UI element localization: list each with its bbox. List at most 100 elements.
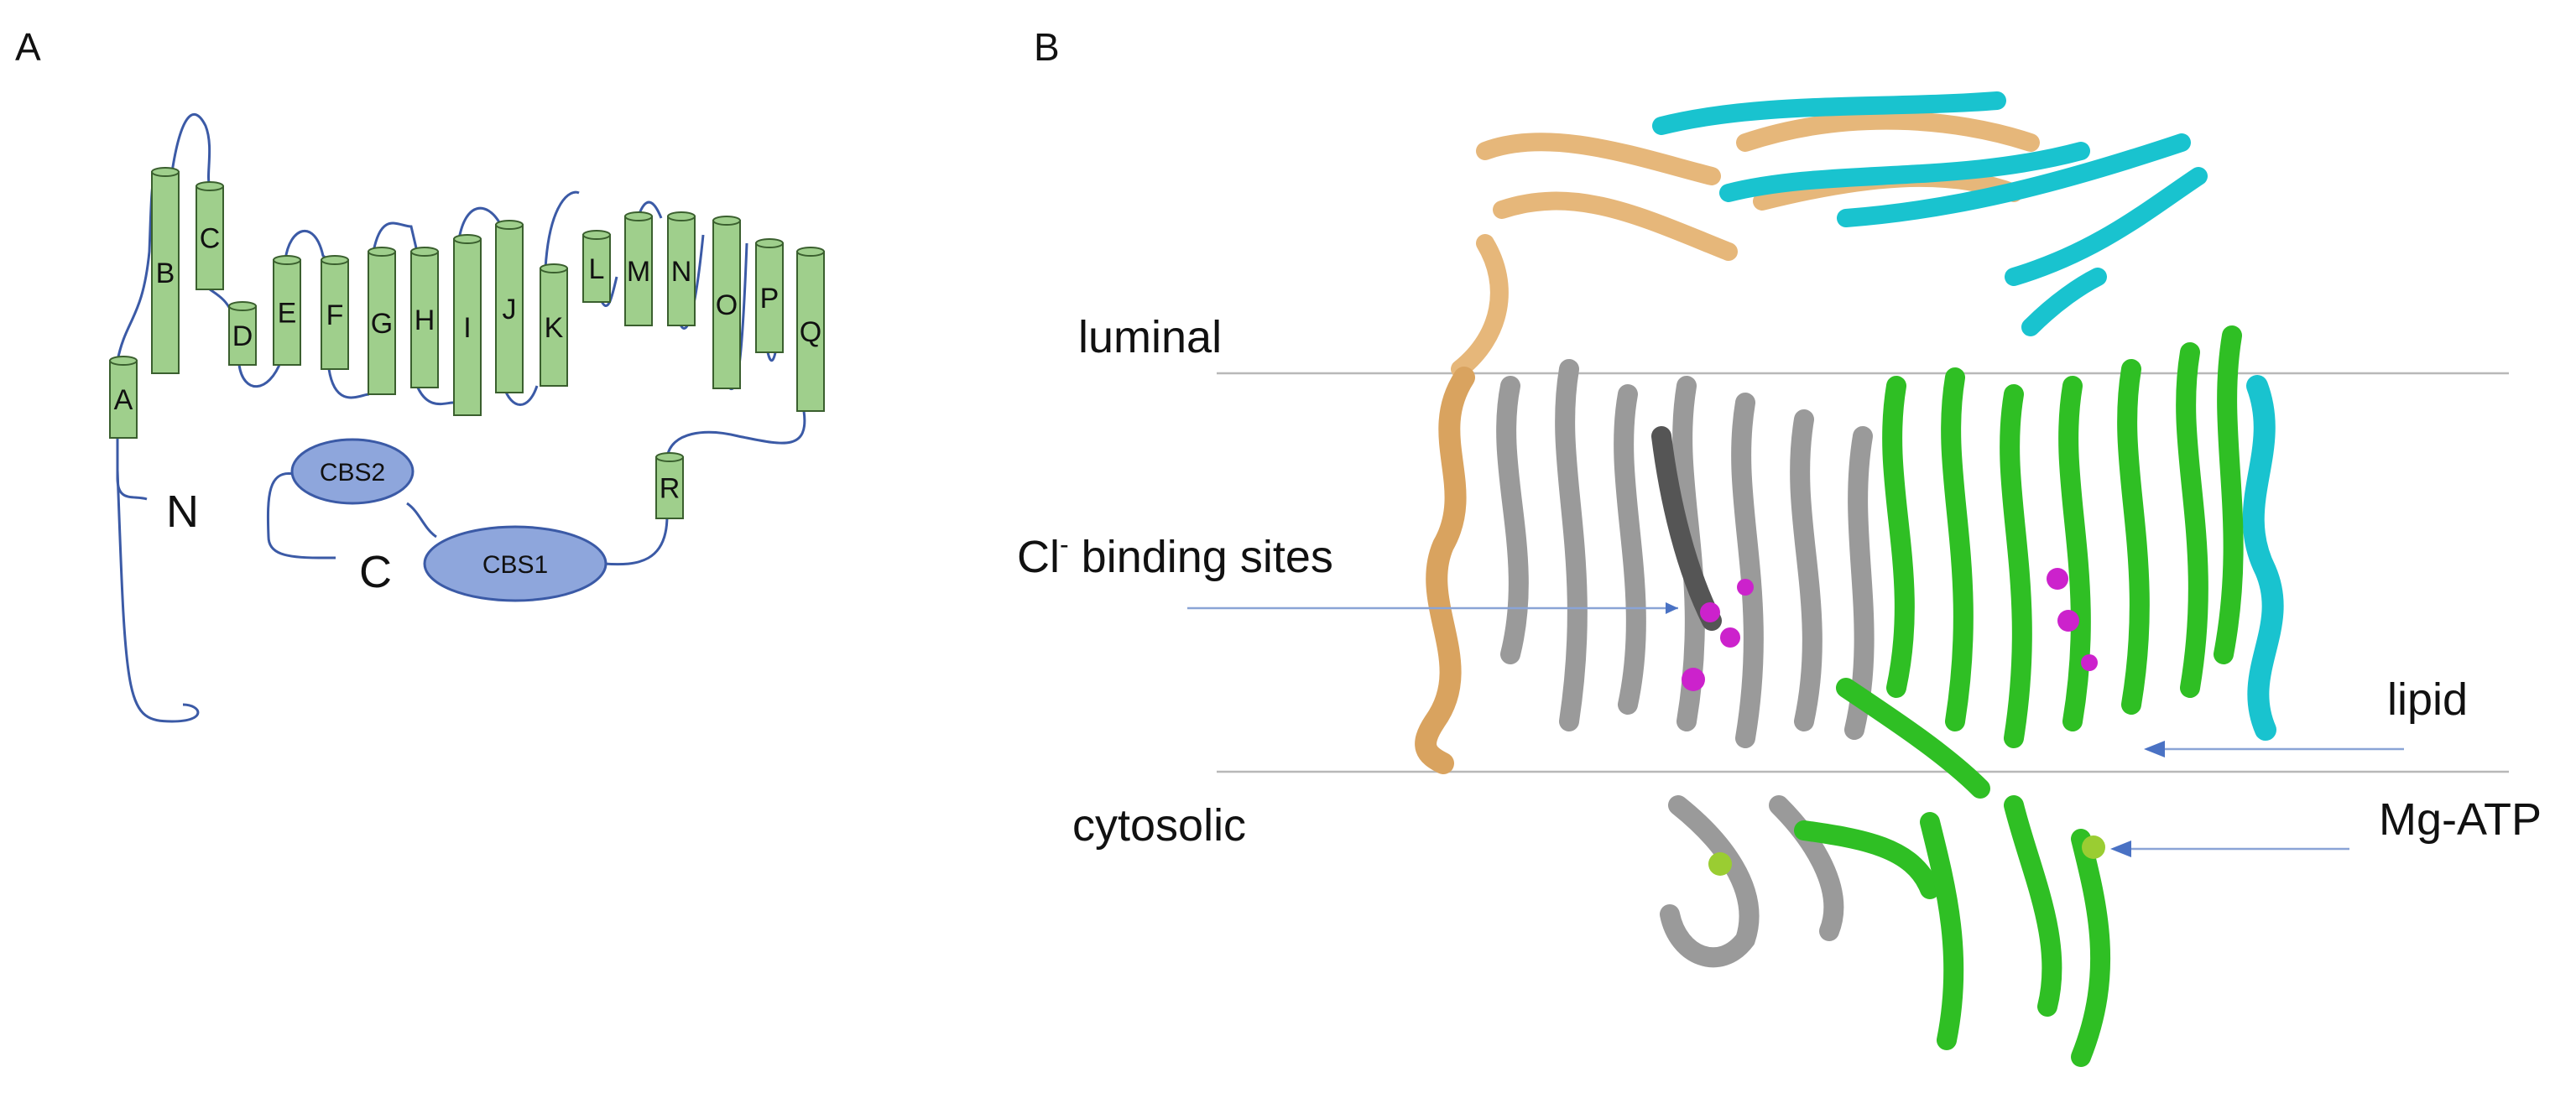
chloride-ion bbox=[1682, 668, 1705, 691]
helix-label: F bbox=[326, 299, 344, 331]
helix-g: G bbox=[368, 247, 396, 395]
panel-a-letter: A bbox=[15, 25, 41, 69]
topology-loop bbox=[116, 469, 200, 723]
helix-label: P bbox=[760, 283, 780, 315]
helix-m: M bbox=[624, 211, 653, 326]
loop-r-cbs1 bbox=[603, 515, 669, 566]
helix-label: D bbox=[232, 320, 253, 352]
helix-c: C bbox=[196, 181, 224, 290]
chloride-ion bbox=[1737, 579, 1754, 596]
helix-k: K bbox=[540, 263, 568, 387]
loop-cbs2-c bbox=[266, 471, 336, 560]
helix-b: B bbox=[151, 167, 180, 374]
helix-cylinder bbox=[582, 234, 611, 303]
chloride-ion bbox=[2057, 610, 2079, 632]
helix-cap bbox=[273, 255, 301, 265]
helix-cap bbox=[228, 301, 257, 311]
magnesium-ion bbox=[1708, 852, 1732, 876]
c-terminus-label: C bbox=[359, 547, 392, 597]
helix-a: A bbox=[109, 356, 138, 439]
helix-label: E bbox=[278, 298, 297, 330]
helix-cap bbox=[624, 211, 653, 221]
helix-o: O bbox=[712, 216, 741, 389]
n-terminus-label: N bbox=[166, 487, 199, 537]
cl-charge: - bbox=[1060, 529, 1069, 560]
helix-i: I bbox=[453, 234, 482, 416]
protein-structure bbox=[1415, 91, 2284, 1067]
helix-e: E bbox=[273, 255, 301, 366]
loop-d-e bbox=[237, 360, 283, 388]
helix-cylinder bbox=[712, 220, 741, 389]
cl-binding-sites-label: Cl- binding sites bbox=[1017, 529, 1333, 582]
cbs1-domain bbox=[423, 525, 607, 602]
subunit-green bbox=[1794, 325, 2244, 1067]
subunit-tan-tm-helix bbox=[1415, 367, 1475, 774]
n-terminal-tail bbox=[116, 436, 148, 501]
helix-cylinder bbox=[667, 216, 696, 326]
helix-cylinder bbox=[228, 305, 257, 366]
helix-label: L bbox=[589, 253, 605, 285]
helix-r: R bbox=[655, 452, 684, 519]
chloride-ion bbox=[1700, 602, 1720, 622]
chloride-ion bbox=[1720, 627, 1740, 648]
helix-label: H bbox=[415, 304, 435, 336]
loop-g-h bbox=[372, 221, 419, 252]
helix-d: D bbox=[228, 301, 257, 366]
helix-cap bbox=[495, 220, 524, 230]
helix-cap bbox=[368, 247, 396, 257]
helix-label: I bbox=[463, 312, 471, 344]
chloride-ion bbox=[2081, 654, 2098, 671]
lipid-label: lipid bbox=[2387, 674, 2468, 725]
helix-label: K bbox=[545, 312, 564, 344]
helix-cylinder bbox=[321, 259, 349, 370]
helix-label: J bbox=[503, 294, 517, 325]
helix-cap bbox=[655, 452, 684, 462]
helix-label: N bbox=[671, 256, 692, 288]
helix-cylinder bbox=[453, 238, 482, 416]
helix-l: L bbox=[582, 230, 611, 303]
helix-label: B bbox=[156, 258, 175, 289]
helix-f: F bbox=[321, 255, 349, 370]
helix-cap bbox=[321, 255, 349, 265]
helix-label: A bbox=[114, 384, 133, 416]
helix-cap bbox=[196, 181, 224, 191]
loop-q-r bbox=[665, 410, 806, 458]
subunit-cyan-tm-helix bbox=[2242, 375, 2284, 741]
helix-cylinder bbox=[624, 216, 653, 326]
cbs2-domain bbox=[290, 438, 415, 505]
helix-h: H bbox=[410, 247, 439, 388]
helix-cap bbox=[410, 247, 439, 257]
helix-cylinder bbox=[109, 360, 138, 439]
helix-label: M bbox=[627, 256, 650, 288]
lipid-arrowhead bbox=[2144, 741, 2165, 757]
helix-cylinder bbox=[755, 242, 784, 353]
luminal-label: luminal bbox=[1078, 312, 1222, 362]
helix-n: N bbox=[667, 211, 696, 326]
loop-c-d bbox=[209, 288, 232, 311]
cbs1-label: CBS1 bbox=[482, 551, 548, 579]
helix-j: J bbox=[495, 220, 524, 393]
helix-cap bbox=[109, 356, 138, 366]
helix-cap bbox=[712, 216, 741, 226]
loop-i-j bbox=[457, 206, 501, 240]
loop-e-f bbox=[284, 229, 330, 262]
helix-cylinder bbox=[273, 259, 301, 366]
helix-cap bbox=[667, 211, 696, 221]
helix-label: C bbox=[200, 223, 221, 255]
loop-k-l bbox=[544, 190, 580, 269]
subunit-cyan-top bbox=[1652, 91, 2208, 336]
mgatp-arrowhead bbox=[2110, 841, 2131, 857]
helix-cap bbox=[540, 263, 568, 273]
cl-pointer-arrowhead bbox=[1666, 602, 1678, 614]
subunit-gray-dark-helix bbox=[1651, 426, 1722, 631]
helix-cap bbox=[796, 247, 825, 257]
helix-cylinder bbox=[368, 251, 396, 395]
helix-cap bbox=[151, 167, 180, 177]
helix-label: Q bbox=[800, 316, 821, 348]
helix-label: O bbox=[716, 289, 738, 321]
subunit-tan-top bbox=[1451, 111, 2040, 378]
helix-cylinder bbox=[410, 251, 439, 388]
panel-b-letter: B bbox=[1034, 25, 1060, 69]
